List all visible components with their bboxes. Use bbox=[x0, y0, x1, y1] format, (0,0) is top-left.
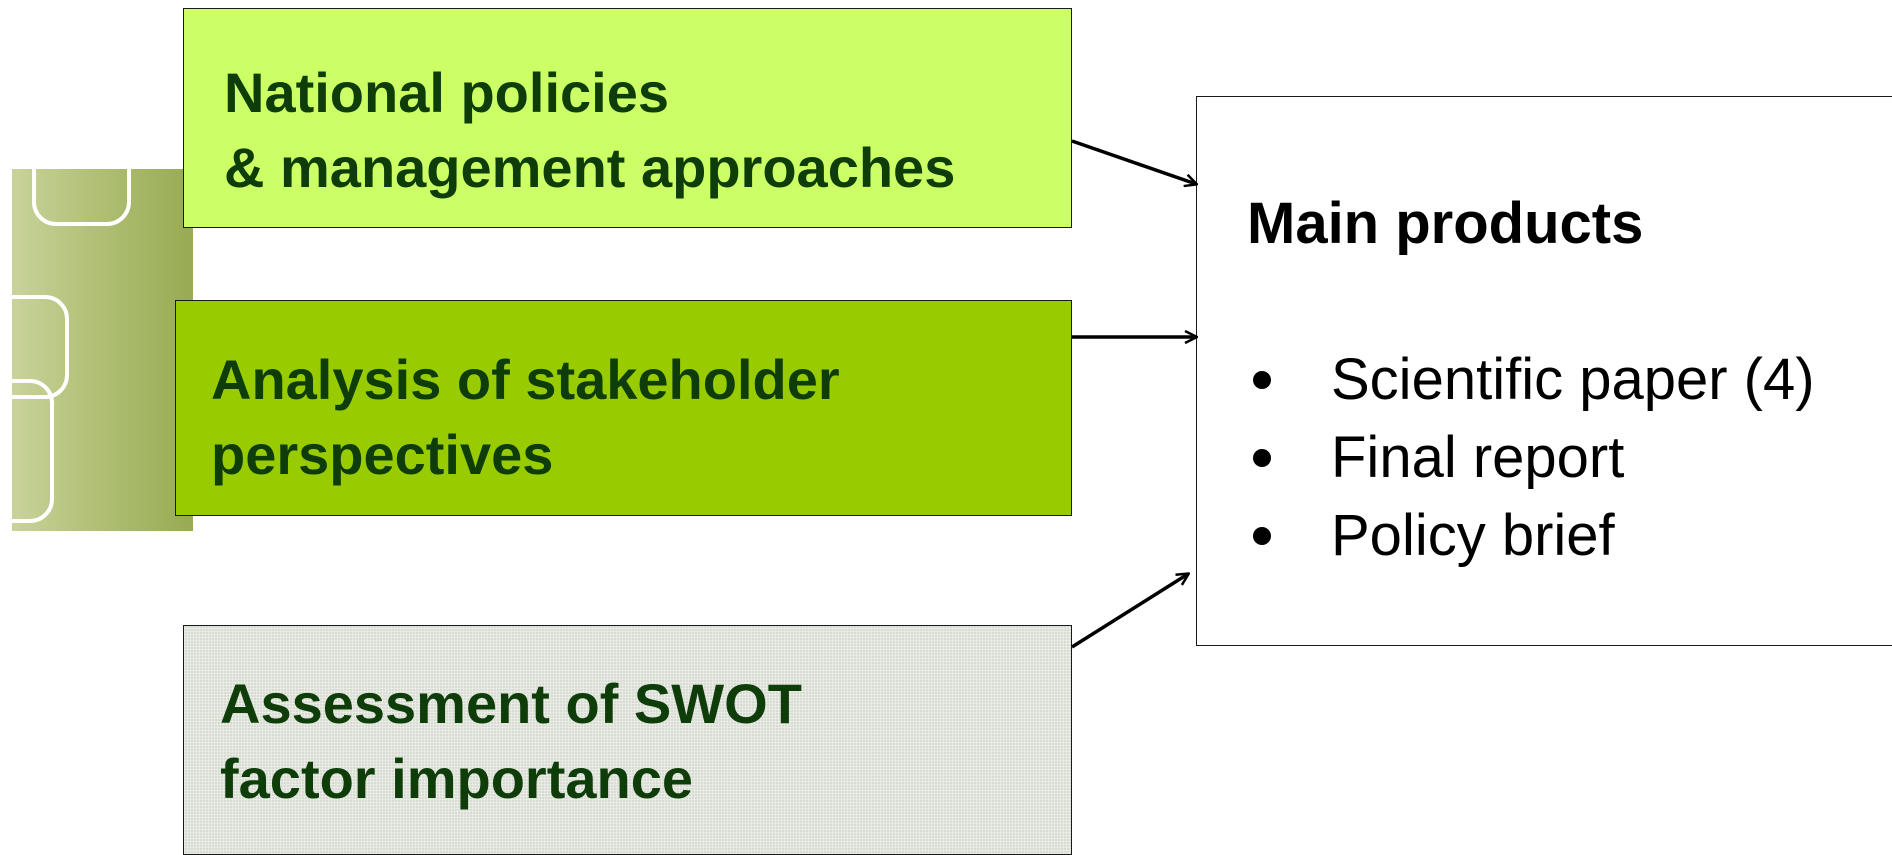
bullet-icon bbox=[1253, 449, 1271, 467]
list-item-label: Policy brief bbox=[1331, 503, 1615, 568]
connector-arrows bbox=[1071, 139, 1892, 649]
input-box-label: National policies & management approache… bbox=[224, 61, 956, 199]
input-box-label: Assessment of SWOT factor importance bbox=[220, 672, 802, 810]
list-item-label: Final report bbox=[1331, 425, 1625, 490]
output-box-main-products: Main products Scientific paper (4) Final… bbox=[1196, 96, 1892, 646]
output-box-title: Main products bbox=[1247, 191, 1644, 256]
arrow-swot-to-products bbox=[1071, 574, 1188, 649]
input-box-swot-assessment: Assessment of SWOT factor importance bbox=[183, 625, 1072, 855]
bullet-icon bbox=[1253, 527, 1271, 545]
list-item: Policy brief bbox=[1247, 497, 1815, 575]
products-list: Scientific paper (4) Final report Policy… bbox=[1247, 341, 1815, 575]
input-box-stakeholder-analysis: Analysis of stakeholder perspectives bbox=[175, 300, 1072, 516]
bullet-icon bbox=[1253, 371, 1271, 389]
list-item: Final report bbox=[1247, 419, 1815, 497]
list-item: Scientific paper (4) bbox=[1247, 341, 1815, 419]
input-box-label: Analysis of stakeholder perspectives bbox=[211, 348, 840, 486]
decorative-panel bbox=[0, 127, 193, 531]
input-box-national-policies: National policies & management approache… bbox=[183, 8, 1072, 228]
list-item-label: Scientific paper (4) bbox=[1331, 347, 1815, 412]
arrow-policies-to-products bbox=[1071, 139, 1196, 184]
